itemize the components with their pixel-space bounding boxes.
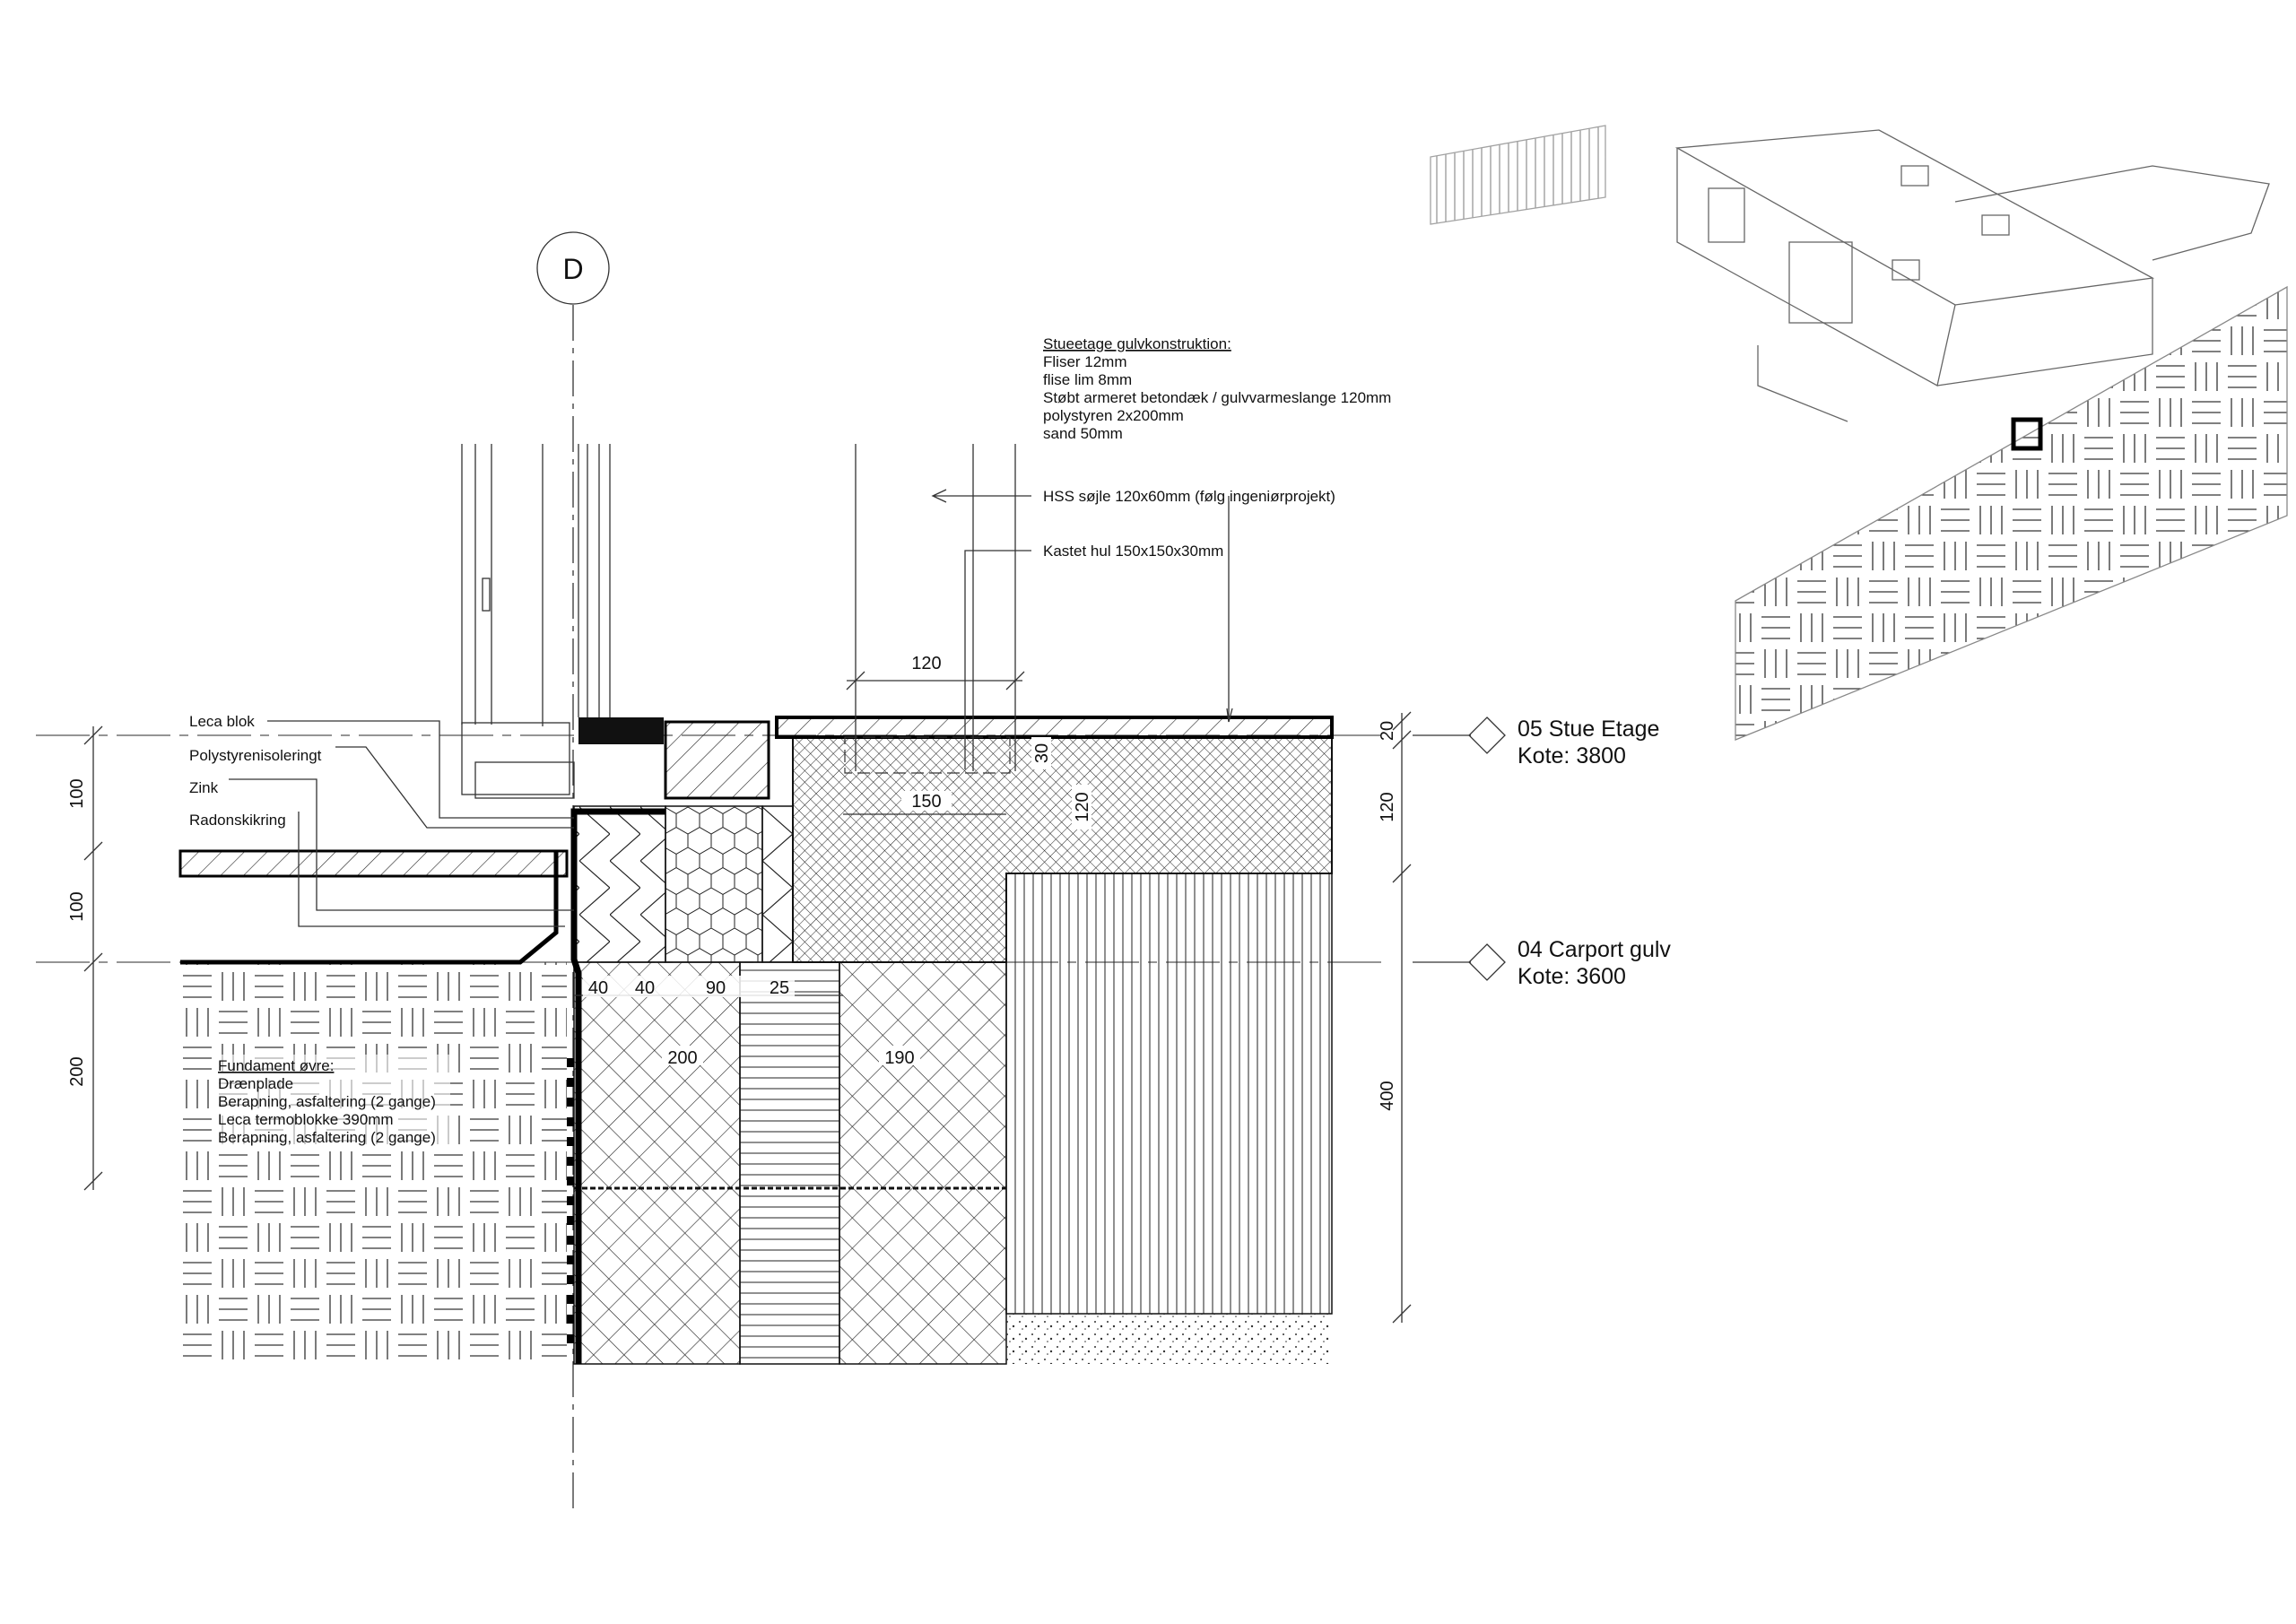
svg-text:04 Carport gulv: 04 Carport gulv <box>1518 937 1671 962</box>
svg-text:Leca termoblokke 390mm: Leca termoblokke 390mm <box>218 1111 394 1128</box>
svg-text:400: 400 <box>1378 1081 1397 1110</box>
svg-text:200: 200 <box>667 1048 697 1068</box>
polystyrene-insulation <box>665 805 763 963</box>
radon-membrane <box>180 851 559 965</box>
floor-construction-note: Stueetage gulvkonstruktion: Fliser 12mm … <box>1043 335 1391 442</box>
foundation-leca-1 <box>573 961 741 1365</box>
svg-text:Kastet hul 150x150x30mm: Kastet hul 150x150x30mm <box>1043 543 1223 560</box>
section-materials <box>178 716 1334 1365</box>
svg-text:120: 120 <box>911 654 941 673</box>
material-labels: Leca blok Polystyrenisoleringt Zink Rado… <box>189 713 574 927</box>
svg-text:Berapning, asfaltering (2 gang: Berapning, asfaltering (2 gange) <box>218 1129 436 1146</box>
axis-label: D <box>562 253 583 285</box>
sand-layer <box>1006 1314 1332 1364</box>
svg-text:20: 20 <box>1378 721 1397 741</box>
svg-text:Drænplade: Drænplade <box>218 1075 293 1092</box>
svg-text:05 Stue Etage: 05 Stue Etage <box>1518 716 1659 742</box>
svg-text:90: 90 <box>706 978 726 998</box>
callout-hss: HSS søjle 120x60mm (følg ingeniørprojekt… <box>931 488 1335 505</box>
svg-text:Fundament øvre:: Fundament øvre: <box>218 1057 334 1074</box>
svg-text:flise lim 8mm: flise lim 8mm <box>1043 371 1132 388</box>
dimensions-right: 20 120 400 <box>1378 711 1412 1324</box>
foundation-leca-2 <box>839 961 1007 1365</box>
svg-text:120: 120 <box>1378 792 1397 821</box>
svg-text:40: 40 <box>635 978 655 998</box>
svg-text:190: 190 <box>884 1048 914 1068</box>
svg-text:Kote: 3600: Kote: 3600 <box>1518 964 1626 989</box>
svg-text:40: 40 <box>588 978 608 998</box>
level-marker-icon <box>1468 716 1506 754</box>
dimensions-detail: 120 150 30 120 40 40 90 25 200 190 <box>574 654 1092 1068</box>
svg-text:30: 30 <box>1032 743 1052 763</box>
svg-text:HSS søjle 120x60mm (følg ingen: HSS søjle 120x60mm (følg ingeniørprojekt… <box>1043 488 1335 505</box>
label-radon: Radonskikring <box>189 812 286 829</box>
concrete-floor-slab <box>775 716 1334 739</box>
sill-beam <box>664 720 770 800</box>
compacted-fill <box>1005 873 1333 1315</box>
detail-location-marker <box>2011 417 2043 451</box>
svg-text:150: 150 <box>911 792 941 812</box>
svg-text:100: 100 <box>67 891 87 921</box>
ground-fill <box>180 962 567 1364</box>
label-leca-blok: Leca blok <box>189 713 255 730</box>
callout-kastet-hul: Kastet hul 150x150x30mm <box>964 543 1223 769</box>
svg-text:Berapning, asfaltering (2 gang: Berapning, asfaltering (2 gange) <box>218 1093 436 1110</box>
level-marker-icon <box>1468 943 1506 981</box>
foundation-note: Fundament øvre: Drænplade Berapning, asf… <box>215 1055 450 1151</box>
zinc-flashing <box>570 808 665 1364</box>
svg-text:25: 25 <box>770 978 789 998</box>
svg-text:Fliser 12mm: Fliser 12mm <box>1043 353 1127 370</box>
dimensions-left: 100 100 200 <box>67 725 103 1191</box>
edge-insulation <box>761 805 794 963</box>
label-zink: Zink <box>189 779 219 796</box>
svg-text:100: 100 <box>67 778 87 808</box>
svg-text:120: 120 <box>1073 792 1092 821</box>
svg-text:Kote: 3800: Kote: 3800 <box>1518 743 1626 769</box>
label-polystyren: Polystyrenisoleringt <box>189 747 322 764</box>
svg-text:sand 50mm: sand 50mm <box>1043 425 1123 442</box>
svg-text:200: 200 <box>67 1056 87 1086</box>
svg-text:Støbt armeret betondæk / gulvv: Støbt armeret betondæk / gulvvarmeslange… <box>1043 389 1391 406</box>
svg-text:polystyren 2x200mm: polystyren 2x200mm <box>1043 407 1184 424</box>
svg-text:Stueetage gulvkonstruktion:: Stueetage gulvkonstruktion: <box>1043 335 1231 352</box>
level-04: 04 Carport gulv Kote: 3600 <box>1518 937 1671 989</box>
foundation-insulation <box>739 961 840 1365</box>
window-frame <box>461 444 664 799</box>
level-05: 05 Stue Etage Kote: 3800 <box>1518 716 1659 769</box>
leca-block <box>573 805 666 963</box>
column-guides <box>844 444 1233 774</box>
carport-slab <box>178 849 569 878</box>
isometric-key-view <box>1430 125 2288 741</box>
